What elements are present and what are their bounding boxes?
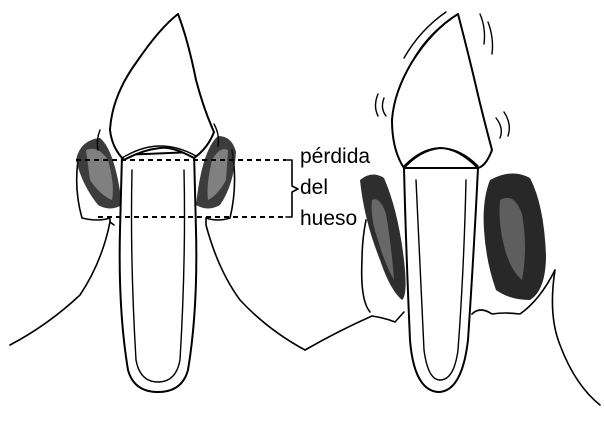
bone-loss-label: pérdida del hueso [300, 145, 370, 230]
label-line-3: hueso [300, 207, 357, 230]
right-bone-outline-left-2 [362, 220, 370, 312]
right-tooth-crown [392, 14, 492, 168]
right-tooth-root [404, 168, 478, 392]
label-line-1: pérdida [300, 145, 370, 168]
right-bone-outline-left [305, 312, 404, 350]
right-soft-tissue-left [360, 174, 406, 300]
healthy-tooth-illustration [10, 14, 305, 392]
left-bone-inner-left [110, 222, 114, 225]
bracket-line [286, 160, 298, 217]
label-line-2: del [300, 176, 328, 199]
left-tooth-crown [110, 14, 214, 160]
right-soft-tissue-right [484, 173, 546, 300]
